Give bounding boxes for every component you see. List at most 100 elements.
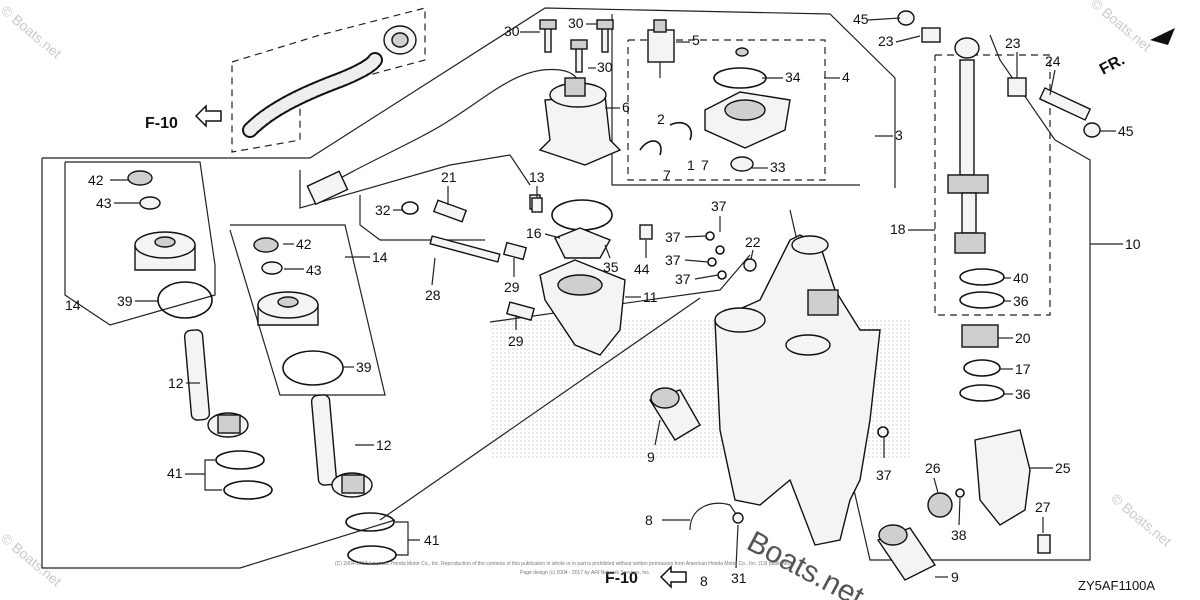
callout-33: 33 — [770, 159, 786, 175]
f10-label-left: F-10 — [145, 115, 178, 132]
valve-body — [639, 47, 791, 172]
callout-40: 40 — [1013, 270, 1029, 286]
watermark: © Boats.net — [0, 2, 65, 61]
piston-kit-outline-2 — [229, 224, 386, 396]
callout-5: 5 — [692, 32, 700, 48]
fr-label: FR. — [1097, 51, 1128, 78]
callout-43: 43 — [96, 195, 112, 211]
group-outlines — [41, 7, 1091, 569]
reservoir-cover — [927, 429, 1051, 554]
callout-18: 18 — [890, 221, 906, 237]
caps-9 — [648, 387, 937, 581]
callout-25: 25 — [1055, 460, 1071, 476]
parts — [127, 10, 1101, 581]
callout-20: 20 — [1015, 330, 1031, 346]
callout-30: 30 — [504, 23, 520, 39]
left-group-outline — [41, 158, 396, 569]
watermark: © Boats.net — [1088, 0, 1155, 55]
top-group-outline — [42, 7, 896, 188]
trim-motor — [538, 77, 622, 166]
main-case — [714, 234, 881, 546]
callout-37: 37 — [711, 198, 727, 214]
tilt-rod-outline — [934, 54, 1051, 316]
f10-arrow-bottom-icon — [659, 565, 687, 589]
callout-29: 29 — [508, 333, 524, 349]
callout-8: 8 — [645, 512, 653, 528]
callout-34: 34 — [785, 69, 801, 85]
callout-7: 7 — [663, 167, 671, 183]
callout-37: 37 — [675, 271, 691, 287]
callout-45: 45 — [1118, 123, 1134, 139]
callout-39: 39 — [356, 359, 372, 375]
callout-13: 13 — [529, 169, 545, 185]
bolt-13 — [531, 197, 543, 213]
callout-37: 37 — [665, 252, 681, 268]
callout-6: 6 — [622, 99, 630, 115]
connector — [306, 170, 349, 206]
callout-30: 30 — [597, 59, 613, 75]
pump-body — [529, 194, 626, 356]
leader-line — [379, 297, 701, 521]
ground-terminal — [732, 512, 744, 524]
callout-24: 24 — [1045, 53, 1061, 69]
screws-30 — [539, 19, 614, 73]
callout-8: 8 — [700, 573, 708, 589]
callout-7: 7 — [701, 157, 709, 173]
diagram-code: ZY5AF1100A — [1078, 578, 1155, 593]
callout-36: 36 — [1013, 293, 1029, 309]
valves-small — [401, 199, 535, 322]
leader-lines — [110, 17, 1123, 578]
callout-26: 26 — [925, 460, 941, 476]
callout-9: 9 — [951, 569, 959, 585]
callout-31: 31 — [731, 570, 747, 586]
cable — [319, 68, 581, 191]
callout-2: 2 — [657, 111, 665, 127]
callout-1: 1 — [687, 157, 695, 173]
callout-23: 23 — [1005, 35, 1021, 51]
watermark: © Boats.net — [1108, 490, 1175, 549]
hose-group-outline — [231, 7, 426, 153]
callout-14: 14 — [65, 297, 81, 313]
callout-37: 37 — [876, 467, 892, 483]
copyright-line-2: Page design (c) 2004 - 2017 by ARI Netwo… — [520, 570, 650, 576]
tilt-rod-assembly — [947, 37, 1005, 402]
callout-39: 39 — [117, 293, 133, 309]
callout-41: 41 — [167, 465, 183, 481]
forward-arrow-icon — [1150, 28, 1175, 45]
callout-44: 44 — [634, 261, 650, 277]
copyright-line-1: (C) 2004-2017 American Honda Motor Co., … — [335, 561, 790, 567]
f10-arrow-left-icon — [194, 104, 222, 128]
callout-12: 12 — [168, 375, 184, 391]
callout-36: 36 — [1015, 386, 1031, 402]
callout-42: 42 — [88, 172, 104, 188]
trim-motor-outline — [611, 14, 860, 186]
callout-9: 9 — [647, 449, 655, 465]
f10-label-bottom: F-10 — [605, 570, 638, 587]
callout-3: 3 — [895, 127, 903, 143]
tilt-rods — [183, 329, 373, 498]
hose — [242, 25, 417, 138]
callout-43: 43 — [306, 262, 322, 278]
cable-outline — [299, 154, 531, 209]
callout-12: 12 — [376, 437, 392, 453]
callout-30: 30 — [568, 15, 584, 31]
piston-kit-2 — [253, 237, 344, 386]
callout-11: 11 — [643, 289, 658, 305]
watermark: © Boats.net — [0, 530, 65, 589]
callout-45: 45 — [853, 11, 869, 27]
callout-23: 23 — [878, 33, 894, 49]
callout-labels: 30 30 30 5 6 34 4 3 2 1 7 7 33 45 23 23 … — [65, 11, 1141, 589]
pin-set — [897, 10, 1101, 138]
callout-4: 4 — [842, 69, 850, 85]
callout-16: 16 — [526, 225, 542, 241]
callout-37: 37 — [665, 229, 681, 245]
callout-22: 22 — [745, 234, 761, 250]
callout-28: 28 — [425, 287, 441, 303]
plug-22 — [743, 258, 757, 272]
callout-35: 35 — [603, 259, 619, 275]
callout-14: 14 — [372, 249, 388, 265]
piston-kit-1 — [127, 170, 213, 319]
callout-29: 29 — [504, 279, 520, 295]
callout-42: 42 — [296, 236, 312, 252]
